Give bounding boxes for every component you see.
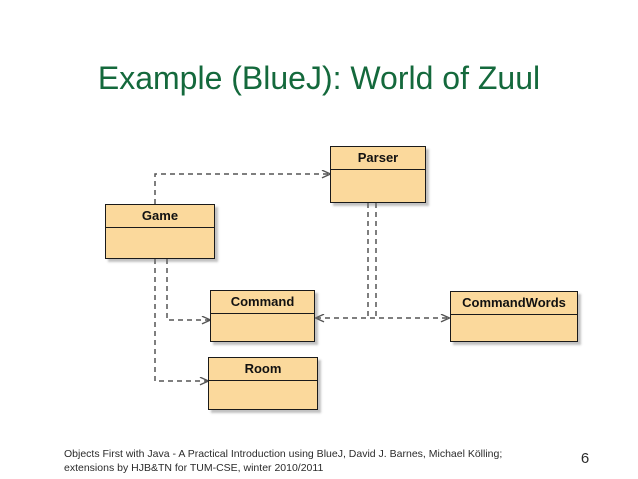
diagram-edges [154,0,638,440]
page-number: 6 [580,450,590,467]
uml-class-name: Parser [331,147,425,170]
edge-parser-to-commandwords [367,203,377,318]
uml-class-game[interactable]: Game [105,204,215,259]
edge-game-to-parser [154,174,330,204]
uml-class-body [106,228,214,258]
slide-footer: Objects First with Java - A Practical In… [64,447,544,475]
edge-game-to-command [166,259,210,320]
uml-class-body [451,315,577,341]
uml-class-body [331,170,425,202]
page-title: Example (BlueJ): World of Zuul [97,60,541,96]
uml-class-name: Room [209,358,317,381]
uml-class-room[interactable]: Room [208,357,318,410]
uml-class-commandwords[interactable]: CommandWords [450,291,578,342]
uml-class-body [209,381,317,409]
uml-class-parser[interactable]: Parser [330,146,426,203]
edge-game-to-room [154,259,208,381]
uml-class-body [211,314,314,341]
uml-class-command[interactable]: Command [210,290,315,342]
uml-class-diagram: Parser Game Command CommandWords Room [105,0,638,440]
uml-class-name: Command [211,291,314,314]
uml-class-name: CommandWords [451,292,577,315]
uml-class-name: Game [106,205,214,228]
footer-line-2: extensions by HJB&TN for TUM-CSE, winter… [64,462,324,474]
footer-line-1: Objects First with Java - A Practical In… [64,448,503,460]
